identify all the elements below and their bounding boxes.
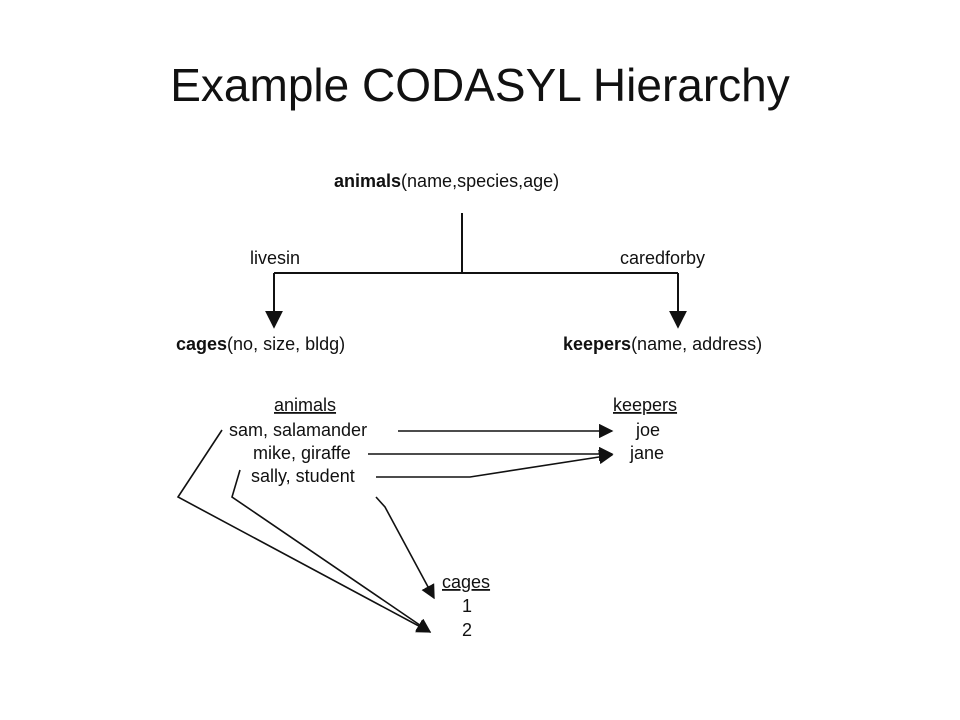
schema-root-record: animals(name,species,age)	[334, 171, 559, 191]
schema-keepers-name: keepers	[563, 334, 631, 354]
keeper-item-2: jane	[629, 443, 664, 463]
cage-item-1: 1	[462, 596, 472, 616]
relation-caredforby-label: caredforby	[620, 248, 705, 268]
instances-cages-header: cages	[442, 572, 490, 592]
schema-keepers-fields: (name, address)	[631, 334, 762, 354]
instances-animals-header: animals	[274, 395, 336, 415]
link-mike-to-cage-2	[231, 469, 432, 633]
animal-item-3: sally, student	[251, 466, 355, 486]
link-sam-to-cage-2	[176, 429, 432, 633]
schema-cages-fields: (no, size, bldg)	[227, 334, 345, 354]
link-sally-to-jane	[376, 449, 614, 478]
slide-title: Example CODASYL Hierarchy	[170, 59, 790, 111]
keeper-item-1: joe	[635, 420, 660, 440]
animal-item-2: mike, giraffe	[253, 443, 351, 463]
cage-item-2: 2	[462, 620, 472, 640]
schema-cages-record: cages(no, size, bldg)	[176, 334, 345, 354]
schema-keepers-record: keepers(name, address)	[563, 334, 762, 354]
animal-item-1: sam, salamander	[229, 420, 367, 440]
schema-cages-name: cages	[176, 334, 227, 354]
instances-keepers-header: keepers	[613, 395, 677, 415]
link-sally-to-cage-1	[375, 496, 435, 600]
schema-root-name: animals	[334, 171, 401, 191]
relation-livesin-label: livesin	[250, 248, 300, 268]
schema-root-fields: (name,species,age)	[401, 171, 559, 191]
